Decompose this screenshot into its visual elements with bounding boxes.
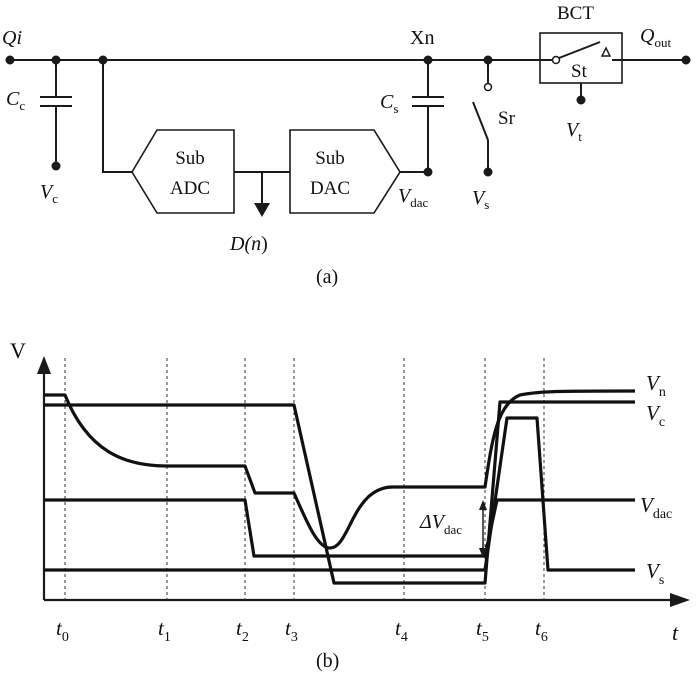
qi-terminal — [5, 55, 15, 65]
caption-a: (a) — [316, 266, 338, 288]
sub-dac-label-1: Sub — [315, 148, 345, 169]
xn-label: Xn — [410, 27, 434, 49]
tick-t5: t5 — [476, 616, 489, 645]
tick-t1: t1 — [158, 616, 171, 645]
y-axis-label: V — [10, 338, 26, 363]
bct-block — [539, 32, 623, 105]
cs-capacitor — [412, 55, 444, 177]
sub-dac-label-2: DAC — [310, 178, 350, 199]
dn-arrow-icon — [254, 203, 270, 217]
dn-label: D(n) — [229, 233, 268, 255]
x-axis-arrow-icon — [670, 593, 690, 607]
adc-input-wire — [102, 60, 132, 173]
vt-label: Vt — [566, 119, 582, 144]
waveform-vdac — [44, 498, 635, 558]
sub-adc-label-2: ADC — [170, 178, 210, 199]
tick-t0: t0 — [56, 616, 69, 645]
vc-label: Vc — [40, 181, 58, 206]
timing-diagram: V t t0 t1 t2 t3 t4 t5 t6 ΔVdac — [10, 338, 690, 672]
tick-t2: t2 — [236, 616, 249, 645]
cs-label: Cs — [380, 91, 398, 116]
sub-dac-block — [289, 129, 401, 214]
signal-label-vs: Vs — [646, 559, 664, 588]
cc-label: Cc — [6, 88, 25, 113]
waveform-vc — [44, 400, 635, 585]
sub-adc-block — [131, 129, 235, 214]
signal-label-vn: Vn — [646, 371, 666, 400]
sr-switch — [472, 55, 493, 177]
vs-label: Vs — [472, 187, 489, 212]
qout-label: Qout — [640, 25, 671, 50]
delta-vdac-label: ΔVdac — [419, 511, 462, 537]
qi-label: Qi — [2, 27, 22, 49]
vdac-label: Vdac — [398, 185, 428, 210]
signal-label-vdac: Vdac — [640, 493, 672, 522]
sr-label: Sr — [498, 108, 516, 129]
bct-label: BCT — [557, 3, 594, 24]
st-label: St — [571, 61, 588, 82]
x-axis-label: t — [672, 620, 679, 645]
waveform-vs — [44, 416, 635, 572]
sub-adc-label-1: Sub — [175, 148, 205, 169]
delta-vdac-arrow — [479, 500, 487, 558]
tick-t4: t4 — [395, 616, 408, 645]
tick-t6: t6 — [535, 616, 548, 645]
time-markers — [64, 358, 545, 600]
caption-b: (b) — [316, 650, 339, 672]
waveform-vn — [44, 389, 636, 550]
tick-t3: t3 — [285, 616, 298, 645]
signal-label-vc: Vc — [646, 401, 665, 430]
circuit-diagram: Qi Cc Vc Sub ADC D(n) Sub DAC — [2, 3, 691, 288]
cc-capacitor — [40, 55, 72, 171]
y-axis-arrow-icon — [37, 356, 51, 374]
qout-terminal — [681, 55, 691, 65]
